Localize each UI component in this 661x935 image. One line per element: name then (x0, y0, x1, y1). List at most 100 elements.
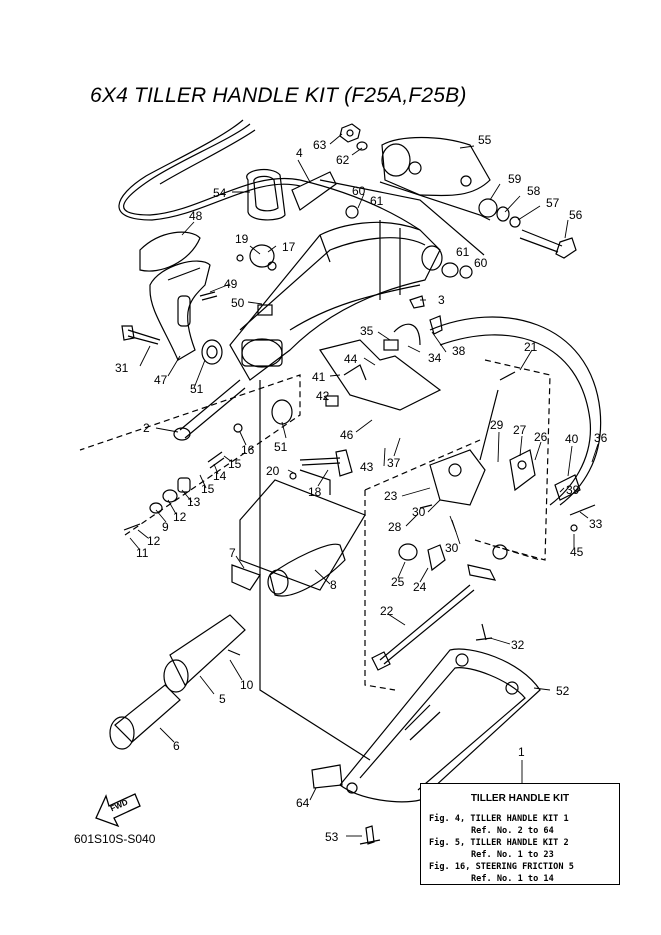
throttle-sleeve-frame (231, 479, 366, 597)
callout-59: 59 (508, 172, 522, 186)
callout-28: 28 (388, 520, 402, 534)
grommet-64 (311, 764, 343, 789)
bottom-cover-52 (339, 648, 541, 803)
diagram-title: 6X4 TILLER HANDLE KIT (F25A,F25B) (90, 84, 467, 107)
callout-8: 8 (330, 578, 337, 592)
rod-22 (371, 584, 475, 671)
washers-60-61 (345, 205, 473, 279)
callout-36: 36 (594, 431, 608, 445)
callout-30b: 30 (445, 541, 459, 555)
diagram-code: 601S10S-S040 (74, 832, 156, 846)
callout-39: 39 (566, 483, 580, 497)
callout-63: 63 (313, 138, 327, 152)
callout-12b: 12 (147, 534, 161, 548)
kit-line-fig5: Fig. 5, TILLER HANDLE KIT 2 (429, 838, 569, 848)
callout-46: 46 (340, 428, 354, 442)
callout-3: 3 (438, 293, 445, 307)
callout-1: 1 (518, 745, 525, 759)
callout-20: 20 (266, 464, 280, 478)
leader-frame-lines (259, 380, 371, 761)
callout-41: 41 (312, 370, 326, 384)
part-17-19 (236, 244, 277, 271)
callout-11: 11 (136, 546, 149, 560)
callout-32: 32 (511, 638, 525, 652)
friction-group-dashes (79, 359, 551, 691)
callout-23: 23 (384, 489, 398, 503)
callout-60: 60 (352, 184, 366, 198)
callout-37: 37 (387, 456, 401, 470)
callout-44: 44 (344, 352, 358, 366)
upper-bracket-55 (319, 136, 491, 256)
kit-line-ref3: Ref. No. 1 to 14 (471, 874, 554, 884)
tiller-handle-body (229, 220, 443, 381)
callout-33: 33 (589, 517, 603, 531)
kit-box-heading: TILLER HANDLE KIT (470, 793, 570, 804)
callout-24: 24 (413, 580, 427, 594)
callout-31: 31 (115, 361, 129, 375)
throttle-grip-5-6 (109, 614, 246, 750)
callout-19: 19 (235, 232, 249, 246)
callout-18: 18 (308, 485, 322, 499)
callout-15b: 15 (201, 482, 215, 496)
decal-4 (291, 171, 337, 211)
callout-17: 17 (282, 240, 296, 254)
callout-50: 50 (231, 296, 245, 310)
callout-21: 21 (524, 340, 538, 354)
callout-47: 47 (154, 373, 168, 387)
callout-48: 48 (189, 209, 203, 223)
handle-grip-47-48 (139, 231, 211, 361)
callout-51b: 51 (274, 440, 288, 454)
callout-43: 43 (360, 460, 374, 474)
screw-3 (409, 295, 425, 309)
callout-61: 61 (370, 194, 384, 208)
callout-53: 53 (325, 830, 339, 844)
callout-45: 45 (570, 545, 584, 559)
callout-27: 27 (513, 423, 527, 437)
callout-56: 56 (569, 208, 583, 222)
callout-55: 55 (478, 133, 492, 147)
throttle-cables-lower (429, 316, 602, 532)
callout-60b: 60 (474, 256, 488, 270)
kit-line-ref1: Ref. No. 2 to 64 (471, 826, 554, 836)
callout-10: 10 (240, 678, 254, 692)
callout-62: 62 (336, 153, 350, 167)
kit-reference-box: TILLER HANDLE KIT Fig. 4, TILLER HANDLE … (420, 783, 620, 885)
callout-25: 25 (391, 575, 405, 589)
bolt-56-washers (478, 198, 577, 259)
screw-32 (475, 623, 493, 641)
bolt-31 (121, 325, 161, 345)
callout-5: 5 (219, 692, 226, 706)
callout-49: 49 (224, 277, 238, 291)
washer-51 (201, 304, 273, 365)
callout-2: 2 (143, 421, 150, 435)
callout-57: 57 (546, 196, 560, 210)
callout-9: 9 (162, 520, 169, 534)
callout-54: 54 (213, 186, 227, 200)
callout-52: 52 (556, 684, 570, 698)
callout-29: 29 (490, 418, 504, 432)
kit-line-fig16: Fig. 16, STEERING FRICTION 5 (429, 862, 574, 872)
callout-12: 12 (173, 510, 187, 524)
callout-6: 6 (173, 739, 180, 753)
callout-34: 34 (428, 351, 442, 365)
callout-14: 14 (213, 469, 227, 483)
leader-lines (129, 133, 599, 837)
callout-26: 26 (534, 430, 548, 444)
callout-51: 51 (190, 382, 204, 396)
callout-40: 40 (565, 432, 579, 446)
callout-61b: 61 (456, 245, 470, 259)
collar-54 (246, 168, 286, 221)
fwd-arrow-icon (95, 793, 141, 828)
callout-13: 13 (187, 495, 201, 509)
callout-16: 16 (241, 443, 255, 457)
callout-58: 58 (527, 184, 541, 198)
callout-7: 7 (229, 546, 236, 560)
kit-line-fig4: Fig. 4, TILLER HANDLE KIT 1 (429, 814, 569, 824)
callout-22: 22 (380, 604, 394, 618)
callout-64: 64 (296, 796, 310, 810)
friction-lever-18 (289, 449, 353, 480)
throttle-arm-assembly (398, 371, 536, 581)
callout-38: 38 (452, 344, 466, 358)
